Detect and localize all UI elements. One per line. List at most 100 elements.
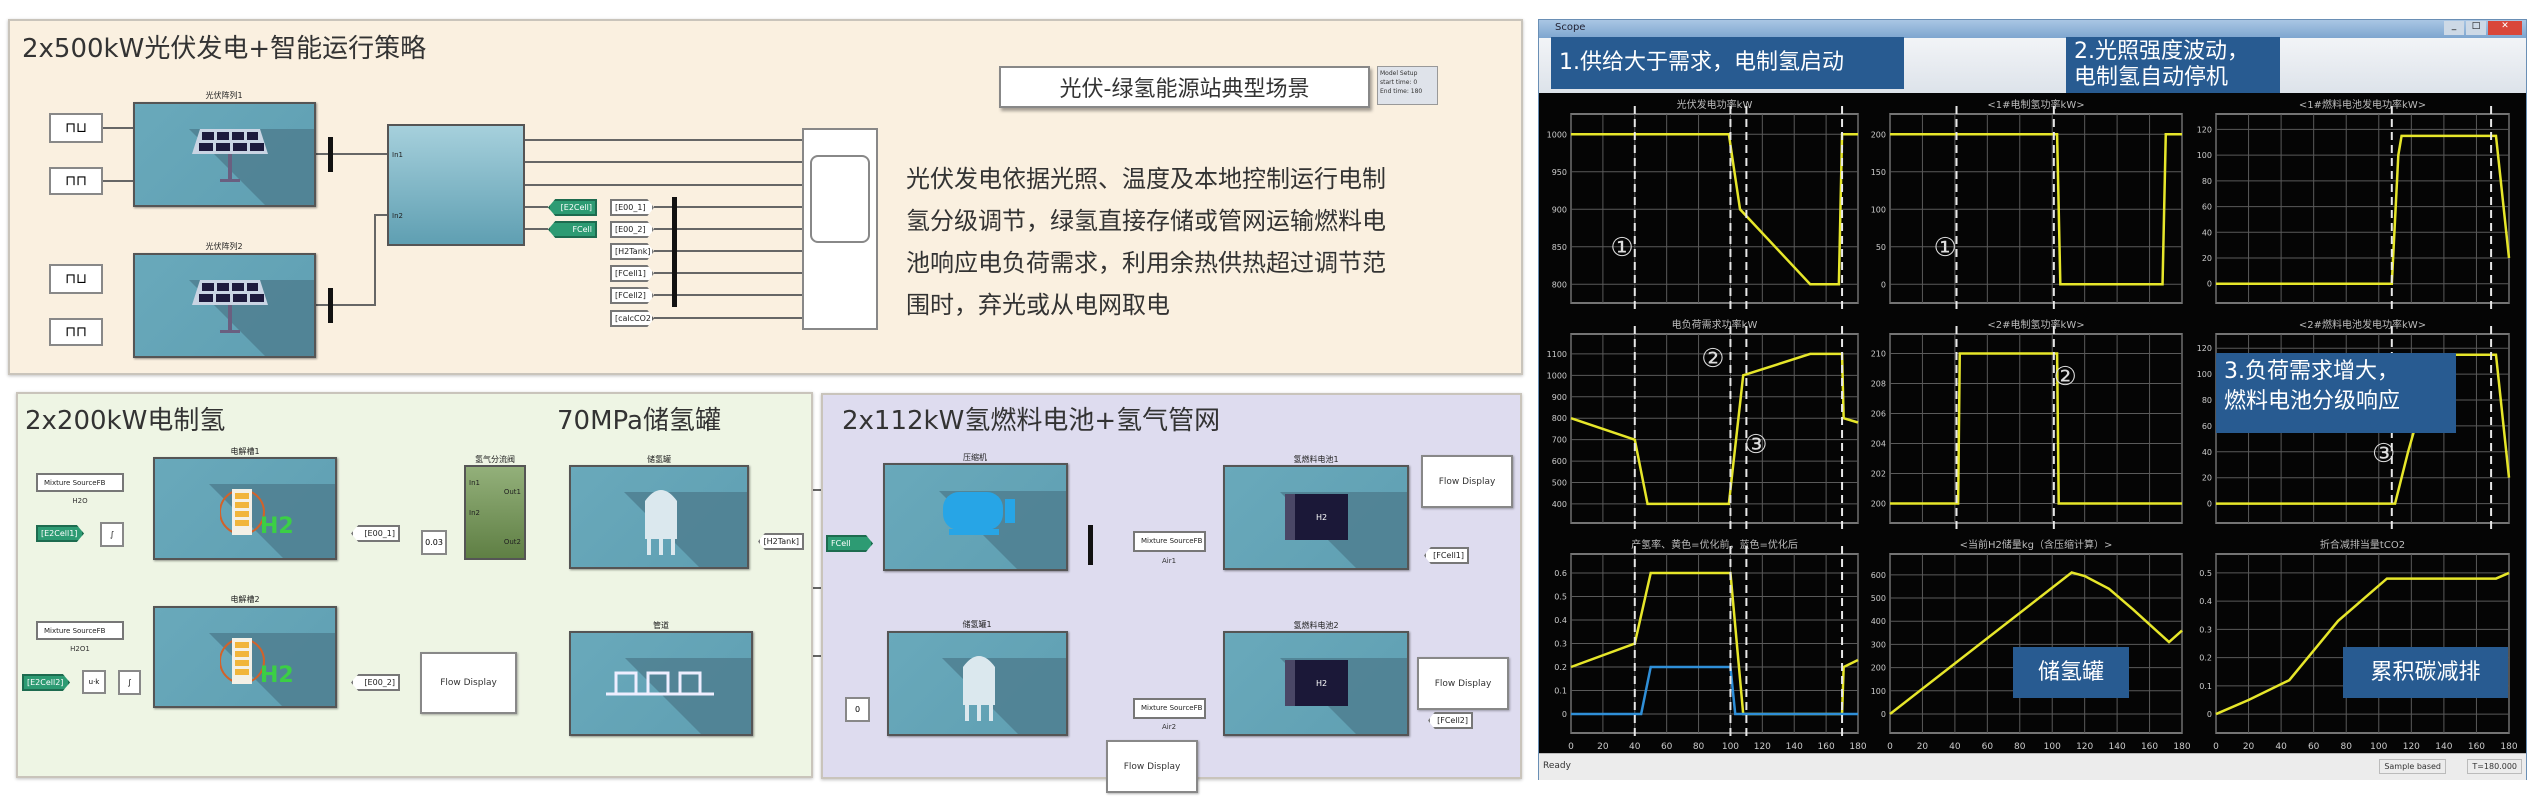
goto-tag-e00-2[interactable]: [E00_2] bbox=[351, 674, 400, 691]
x-tick-label: 180 bbox=[1849, 742, 1866, 752]
description-text: 光伏发电依据光照、温度及本地控制运行电制 氢分级调节，绿氢直接存储或管网运输燃料… bbox=[906, 158, 1506, 326]
flow-display-fc2[interactable]: Flow Display bbox=[1417, 657, 1509, 710]
hydrogen-splitter-block[interactable]: In1 In2 Out1 Out2 bbox=[464, 465, 526, 560]
goto-tag-fcell2[interactable]: [FCell2] bbox=[1428, 712, 1473, 729]
x-tick-label: 120 bbox=[2403, 742, 2420, 752]
x-tick-label: 80 bbox=[1693, 742, 1705, 752]
from-tag-e2cell2[interactable]: [E2Cell2] bbox=[22, 674, 70, 691]
temperature-source-2[interactable]: ⊓⊓ bbox=[49, 318, 103, 346]
constant-block-0[interactable]: 0 bbox=[845, 697, 870, 722]
scope-block[interactable] bbox=[802, 128, 878, 330]
goto-tag-h2tank[interactable]: [H2Tank] bbox=[758, 533, 804, 550]
y-tick-label: 0 bbox=[1881, 710, 1886, 719]
subplot-title: 折合减排当量tCO2 bbox=[2320, 538, 2405, 551]
mixture-source-air1[interactable]: Mixture SourceFB bbox=[1133, 531, 1206, 552]
bus-creator-3[interactable] bbox=[672, 197, 677, 307]
goto-tag-e2cell[interactable]: [E2Cell] bbox=[548, 199, 597, 216]
saturation-block-2[interactable]: ∫ bbox=[118, 670, 141, 695]
from-tag-e00-1[interactable]: [E00_1] bbox=[610, 199, 654, 216]
saturation-block-1[interactable]: ∫ bbox=[100, 522, 124, 547]
fuel-cell-2-block[interactable]: H2 bbox=[1223, 631, 1409, 736]
x-tick-label: 100 bbox=[2044, 742, 2061, 752]
y-tick-label: 900 bbox=[1552, 393, 1567, 402]
sample-mode: Sample based bbox=[2379, 759, 2446, 774]
goto-tag-fcell1[interactable]: [FCell1] bbox=[1424, 547, 1469, 564]
electrolyzer-icon bbox=[220, 489, 265, 535]
constant-block-003[interactable]: 0.03 bbox=[421, 530, 447, 555]
pv-array-2-block[interactable] bbox=[133, 253, 316, 358]
compressor-block[interactable] bbox=[883, 463, 1068, 571]
y-tick-label: 400 bbox=[1552, 500, 1567, 509]
controller-in2: In2 bbox=[392, 212, 403, 220]
flow-display-tank1[interactable]: Flow Display bbox=[1106, 740, 1198, 793]
y-tick-label: 0 bbox=[2207, 500, 2212, 509]
y-tick-label: 0.3 bbox=[2199, 625, 2212, 634]
subplot-title: <1#电制氢功率kW> bbox=[1987, 98, 2084, 111]
from-tag-e2cell1[interactable]: [E2Cell1] bbox=[36, 525, 84, 542]
tank-icon bbox=[645, 490, 677, 555]
minimize-button[interactable]: _ bbox=[2444, 21, 2464, 35]
description-line: 光伏发电依据光照、温度及本地控制运行电制 bbox=[906, 165, 1386, 193]
mixture-source-air2[interactable]: Mixture SourceFB bbox=[1133, 698, 1206, 719]
y-tick-label: 20 bbox=[2202, 474, 2212, 483]
y-tick-label: 100 bbox=[2197, 370, 2212, 379]
strategy-controller-block[interactable]: In1 In2 bbox=[387, 124, 525, 246]
from-tag-h2tank[interactable]: [H2Tank] bbox=[610, 243, 654, 260]
goto-tag-fcell[interactable]: FCell bbox=[548, 221, 597, 238]
from-tag-fcell2[interactable]: [FCell2] bbox=[610, 287, 654, 304]
gain-block[interactable]: u·k bbox=[82, 670, 106, 694]
scope-title-bar[interactable]: Scope _ □ ✕ bbox=[1539, 20, 2526, 38]
y-tick-label: 150 bbox=[1871, 168, 1886, 177]
from-tag-calcco2[interactable]: [calcCO2] bbox=[610, 310, 654, 327]
pipeline-block[interactable] bbox=[569, 631, 753, 736]
irradiance-source-1[interactable]: ⊓⊔ bbox=[49, 113, 103, 143]
hydrogen-tank-block[interactable] bbox=[569, 465, 749, 569]
event-number-label: ③ bbox=[1744, 430, 1767, 460]
y-tick-label: 0.2 bbox=[1554, 663, 1567, 672]
hydrogen-tank-1-block[interactable] bbox=[887, 631, 1068, 736]
scope-screen-icon bbox=[810, 155, 870, 243]
series-line bbox=[1890, 352, 2182, 505]
y-tick-label: 500 bbox=[1552, 479, 1567, 488]
gain-icon: u·k bbox=[88, 678, 100, 686]
x-tick-label: 80 bbox=[2014, 742, 2026, 752]
pv-array-1-block[interactable] bbox=[133, 102, 316, 207]
bus-creator-4[interactable] bbox=[1088, 525, 1093, 565]
event-number-label: ① bbox=[1933, 233, 1956, 263]
temperature-source-1[interactable]: ⊓⊓ bbox=[49, 167, 103, 195]
x-tick-label: 40 bbox=[2275, 742, 2287, 752]
fuel-cell-1-block[interactable]: H2 bbox=[1223, 465, 1409, 570]
electrolyzer-2-block[interactable]: H2 bbox=[153, 606, 337, 708]
from-tag-fcell[interactable]: FCell bbox=[826, 535, 873, 552]
series-line bbox=[1571, 665, 1858, 716]
description-line: 围时，弃光或从电网取电 bbox=[906, 291, 1170, 319]
y-tick-label: 1100 bbox=[1547, 350, 1567, 359]
electrolyzer-1-block[interactable]: H2 bbox=[153, 457, 337, 560]
description-line: 池响应电负荷需求，利用余热供热超过调节范 bbox=[906, 249, 1386, 277]
from-tag-e00-2[interactable]: [E00_2] bbox=[610, 221, 654, 238]
goto-tag-e00-1[interactable]: [E00_1] bbox=[351, 525, 400, 542]
y-tick-label: 0 bbox=[2207, 280, 2212, 289]
bus-creator-1[interactable] bbox=[328, 137, 333, 172]
pipeline-icon bbox=[606, 671, 714, 696]
from-tag-fcell1[interactable]: [FCell1] bbox=[610, 265, 654, 282]
irradiance-source-2[interactable]: ⊓⊔ bbox=[49, 264, 103, 294]
x-tick-label: 160 bbox=[2468, 742, 2485, 752]
series-line bbox=[2215, 571, 2510, 716]
series-line bbox=[2216, 353, 2511, 505]
flow-display-pipe[interactable]: Flow Display bbox=[420, 652, 517, 714]
mixture-source-h2o1[interactable]: Mixture SourceFB bbox=[36, 621, 124, 640]
mixture-source-h2o[interactable]: Mixture SourceFB bbox=[36, 473, 124, 492]
model-setup-button[interactable]: Model Setup start time: 0 End time: 180 bbox=[1377, 66, 1438, 105]
h2-label: H2 bbox=[260, 663, 294, 688]
axes-frame bbox=[2215, 113, 2510, 304]
flow-display-fc1[interactable]: Flow Display bbox=[1421, 455, 1513, 508]
x-tick-label: 140 bbox=[1786, 742, 1803, 752]
model-setup-end: End time: 180 bbox=[1380, 88, 1423, 95]
fc2-label: 氢燃料电池2 bbox=[1293, 621, 1339, 630]
subplot-title: <2#燃料电池发电功率kW> bbox=[2299, 318, 2426, 331]
x-tick-label: 0 bbox=[1568, 742, 1574, 752]
bus-creator-2[interactable] bbox=[328, 288, 333, 323]
close-button[interactable]: ✕ bbox=[2488, 21, 2522, 35]
maximize-button[interactable]: □ bbox=[2466, 21, 2486, 35]
